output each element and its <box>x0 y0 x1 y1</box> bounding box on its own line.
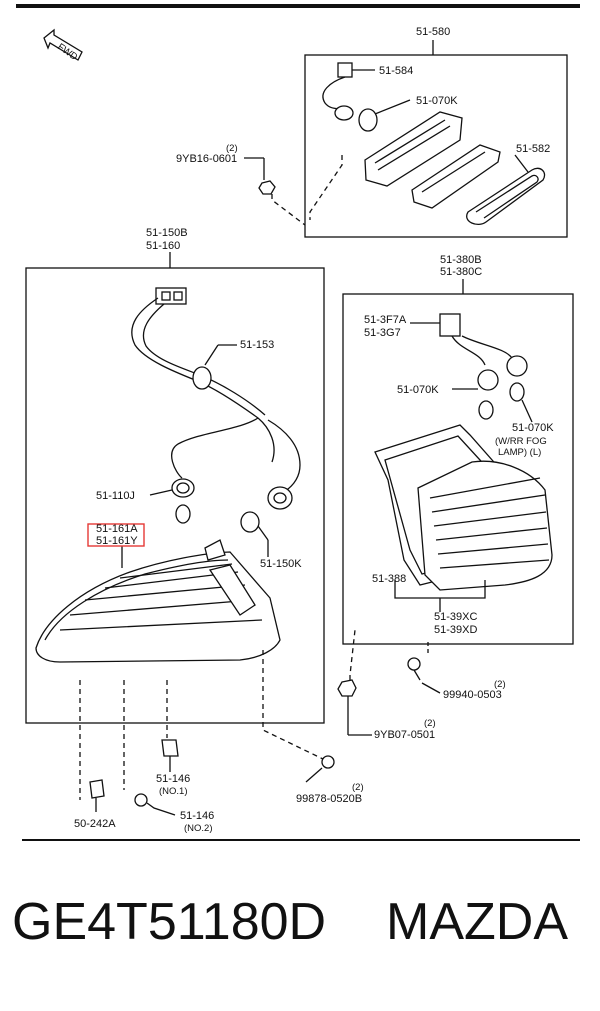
label-51-150k: 51-150K <box>260 558 302 570</box>
fog-socket-2-icon <box>506 355 528 377</box>
label-51-580: 51-580 <box>416 26 450 38</box>
screw-99878-icon <box>321 755 335 769</box>
label-51-388: 51-388 <box>372 573 406 585</box>
label-99878: 99878-0520B <box>296 793 362 805</box>
label-51-582: 51-582 <box>516 143 550 155</box>
label-51-39xc: 51-39XC <box>434 611 477 623</box>
socket-icon <box>334 105 354 121</box>
socket-right-icon <box>267 486 293 510</box>
license-lamp-box <box>304 54 568 238</box>
label-51-39xd: 51-39XD <box>434 624 477 636</box>
fog-bulb-1-icon <box>478 400 494 420</box>
label-no2: (NO.2) <box>184 823 213 834</box>
highlight-box <box>87 523 145 547</box>
label-wrr-fog: (W/RR FOG <box>495 436 547 447</box>
license-lamp-lens <box>411 144 501 209</box>
nut-50242a-icon <box>89 779 105 799</box>
bulb-small-icon <box>175 504 191 524</box>
label-51-3f7a: 51-3F7A <box>364 314 407 326</box>
label-51-146-no2: 51-146 <box>180 810 214 822</box>
part-number: GE4T51180D <box>12 893 327 951</box>
bulb-150k-icon <box>240 511 260 533</box>
bulb-icon <box>358 108 378 132</box>
label-no1: (NO.1) <box>159 786 188 797</box>
label-51-3g7: 51-3G7 <box>364 327 401 339</box>
label-51-160: 51-160 <box>146 240 180 252</box>
fwd-label: FWD <box>55 41 79 62</box>
label-99878-qty: (2) <box>352 782 364 793</box>
label-51-153: 51-153 <box>240 339 274 351</box>
label-51-070k-top: 51-070K <box>416 95 458 107</box>
label-9yb07: 9YB07-0501 <box>374 729 435 741</box>
clip-no2-icon <box>134 793 148 807</box>
clip-no1-icon <box>161 739 179 757</box>
nut-9yb07-icon <box>337 679 357 697</box>
label-9yb16-qty: (2) <box>226 143 238 154</box>
label-51-150b: 51-150B <box>146 227 188 239</box>
label-99940: 99940-0503 <box>443 689 502 701</box>
socket-left-icon <box>171 478 195 498</box>
brand-name: MAZDA <box>386 893 568 951</box>
fog-lamp-box <box>342 293 574 645</box>
label-51-161y: 51-161Y <box>96 535 138 547</box>
label-lamp-l: LAMP) (L) <box>498 447 541 458</box>
label-51-380c: 51-380C <box>440 266 482 278</box>
label-51-146-no1: 51-146 <box>156 773 190 785</box>
label-51-070k-mid: 51-070K <box>397 384 439 396</box>
label-51-070k-right: 51-070K <box>512 422 554 434</box>
fwd-arrow-icon <box>43 28 83 61</box>
label-51-584: 51-584 <box>379 65 413 77</box>
label-50-242a: 50-242A <box>74 818 116 830</box>
license-lamp-gasket <box>466 167 546 226</box>
label-51-110j: 51-110J <box>96 490 135 502</box>
label-9yb16: 9YB16-0601 <box>176 153 237 165</box>
connector-icon <box>337 62 353 78</box>
caption: GE4T51180D MAZDA <box>0 892 600 972</box>
label-99940-qty: (2) <box>494 679 506 690</box>
label-51-161a: 51-161A <box>96 523 138 535</box>
tail-lamp-box <box>25 267 325 724</box>
grommet-icon <box>192 366 212 390</box>
label-51-380b: 51-380B <box>440 254 482 266</box>
fog-connector-icon <box>439 313 461 337</box>
screw-99940-icon <box>407 657 421 671</box>
label-9yb07-qty: (2) <box>424 718 436 729</box>
fog-bulb-2-icon <box>509 382 525 402</box>
fog-socket-1-icon <box>477 369 499 391</box>
nut-icon <box>258 180 276 195</box>
